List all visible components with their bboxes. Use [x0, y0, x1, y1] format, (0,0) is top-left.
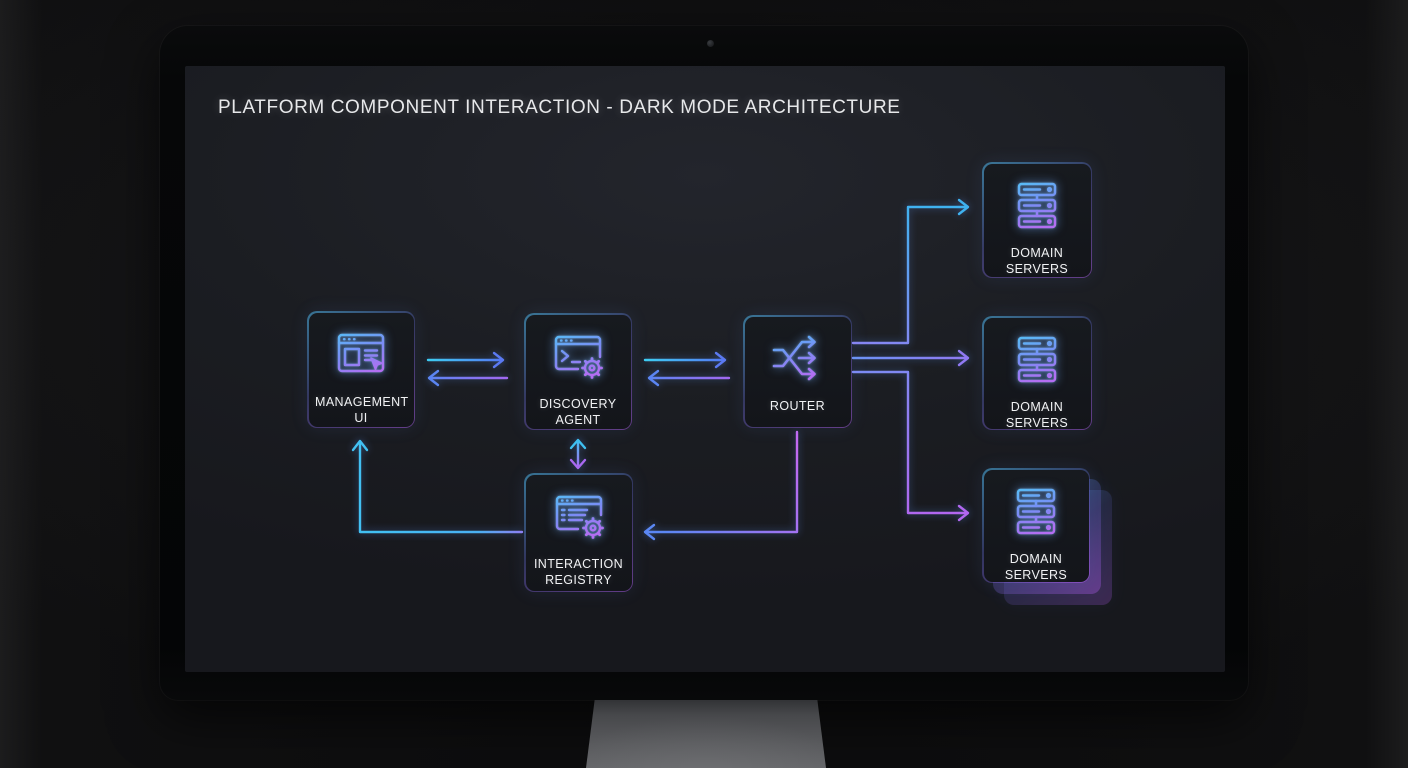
edge-router-to-domain-bottom [851, 370, 970, 522]
edge-discovery-registry-bidirectional [569, 438, 587, 470]
edge-router-to-domain-top [851, 198, 970, 345]
node-label: INTERACTION REGISTRY [533, 556, 624, 587]
webcam-icon [707, 40, 714, 47]
edge-router-to-registry [643, 430, 799, 541]
edge-router-to-domain-middle [851, 349, 970, 367]
node-label: MANAGEMENT UI [315, 394, 409, 425]
node-interaction-registry: INTERACTION REGISTRY [524, 473, 633, 592]
edge-registry-to-management [351, 439, 524, 534]
monitor-frame: PLATFORM COMPONENT INTERACTION - DARK MO… [160, 26, 1248, 700]
server-stack-icon [1009, 334, 1065, 391]
terminal-gear-icon [548, 331, 608, 388]
node-domain-servers-bottom: DOMAIN SERVERS [982, 468, 1090, 583]
edge-discovery-to-management [427, 369, 509, 387]
node-label: DOMAIN SERVERS [1005, 399, 1069, 430]
edge-management-to-discovery [426, 351, 505, 369]
diagram-title: PLATFORM COMPONENT INTERACTION - DARK MO… [218, 97, 901, 118]
screen: PLATFORM COMPONENT INTERACTION - DARK MO… [185, 66, 1225, 672]
node-management-ui: MANAGEMENT UI [307, 311, 415, 428]
server-stack-icon [1009, 180, 1065, 237]
server-stack-icon [1008, 486, 1064, 543]
node-domain-servers-middle: DOMAIN SERVERS [982, 316, 1092, 430]
node-router: ROUTER [743, 315, 852, 428]
node-discovery-agent: DISCOVERY AGENT [524, 313, 632, 430]
node-label: DOMAIN SERVERS [1005, 245, 1069, 276]
monitor-stand [586, 700, 826, 768]
edge-discovery-to-router [643, 351, 727, 369]
browser-window-cursor-icon [331, 329, 391, 386]
node-label: ROUTER [769, 398, 826, 413]
node-domain-servers-top: DOMAIN SERVERS [982, 162, 1092, 278]
edge-router-to-discovery [647, 369, 731, 387]
shuffle-arrows-icon [769, 333, 827, 390]
edges-layer [351, 198, 970, 541]
node-label: DISCOVERY AGENT [539, 396, 617, 427]
list-window-gear-icon [549, 491, 609, 548]
node-label: DOMAIN SERVERS [1004, 551, 1068, 582]
